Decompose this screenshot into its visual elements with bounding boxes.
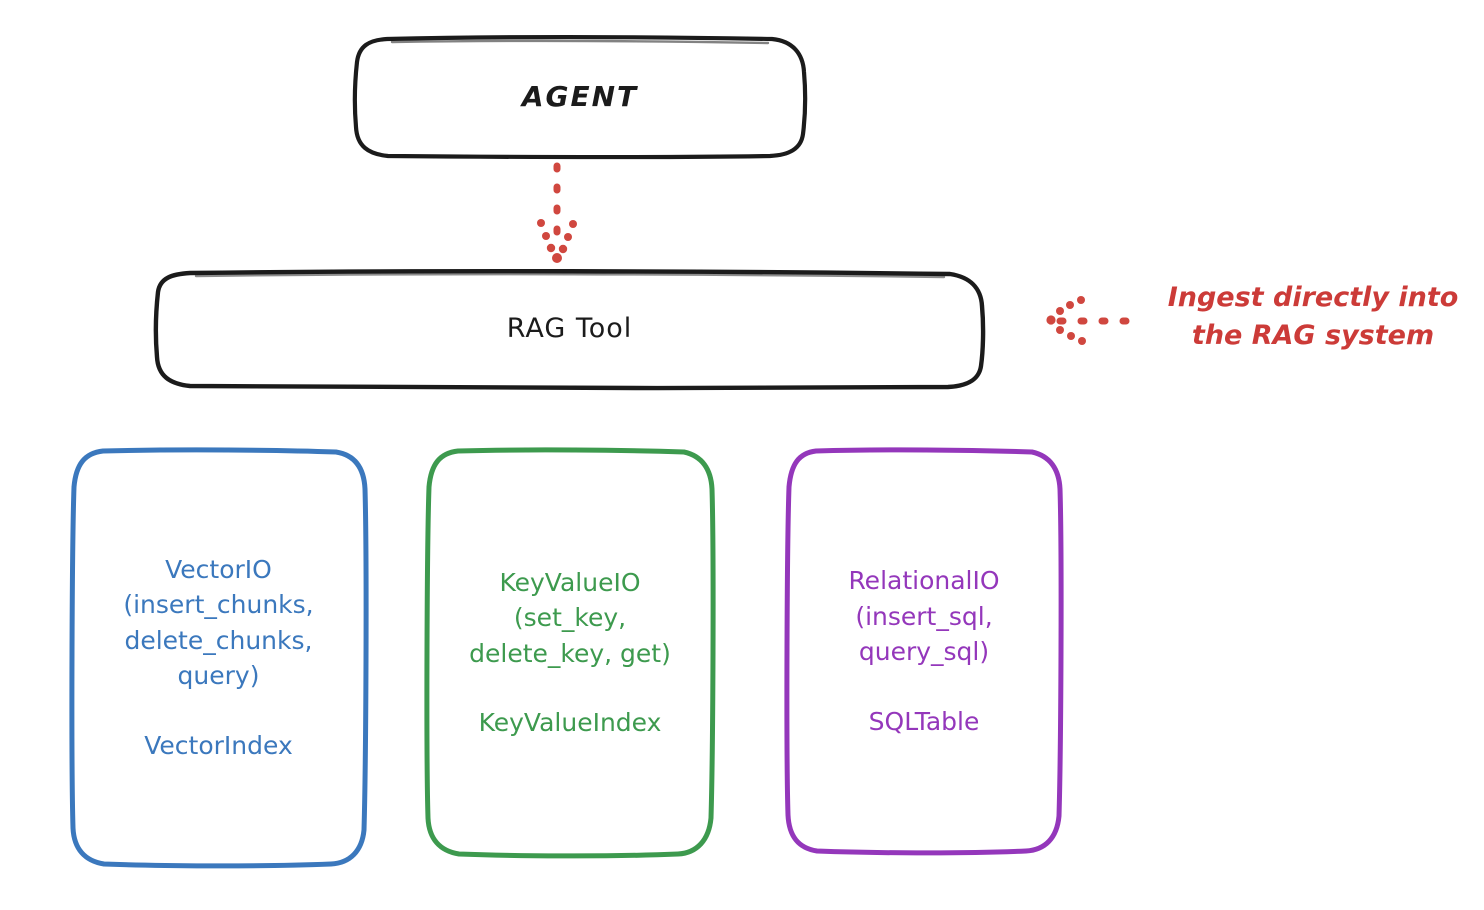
rag-tool-label: RAG Tool [506, 313, 633, 345]
agent-to-rag-connector [537, 162, 577, 263]
keyvalue-api-label: KeyValueIO (set_key, delete_key, get) [469, 567, 671, 668]
relational-api-label: RelationalIO (insert_sql, query_sql) [848, 566, 1000, 666]
vector-api-label: VectorIO (insert_chunks, delete_chunks, … [123, 554, 314, 691]
vector-index-label: VectorIndex [144, 730, 293, 760]
keyvalue-content: KeyValueIO (set_key, delete_key, get) Ke… [428, 565, 712, 741]
agent-label: AGENT [521, 80, 639, 114]
ingest-to-rag-connector [1046, 296, 1136, 345]
node-key-value-io[interactable]: KeyValueIO (set_key, delete_key, get) Ke… [428, 450, 712, 855]
vector-content: VectorIO (insert_chunks, delete_chunks, … [72, 552, 365, 764]
node-agent[interactable]: AGENT [355, 38, 805, 156]
node-relational-io[interactable]: RelationalIO (insert_sql, query_sql) SQL… [788, 450, 1060, 852]
relational-content: RelationalIO (insert_sql, query_sql) SQL… [788, 563, 1060, 739]
keyvalue-index-label: KeyValueIndex [478, 708, 662, 737]
node-vector-io[interactable]: VectorIO (insert_chunks, delete_chunks, … [72, 450, 365, 865]
node-rag-tool[interactable]: RAG Tool [157, 272, 982, 386]
annotation-ingest: Ingest directly into the RAG system [1167, 282, 1459, 351]
relational-index-label: SQLTable [868, 706, 980, 736]
